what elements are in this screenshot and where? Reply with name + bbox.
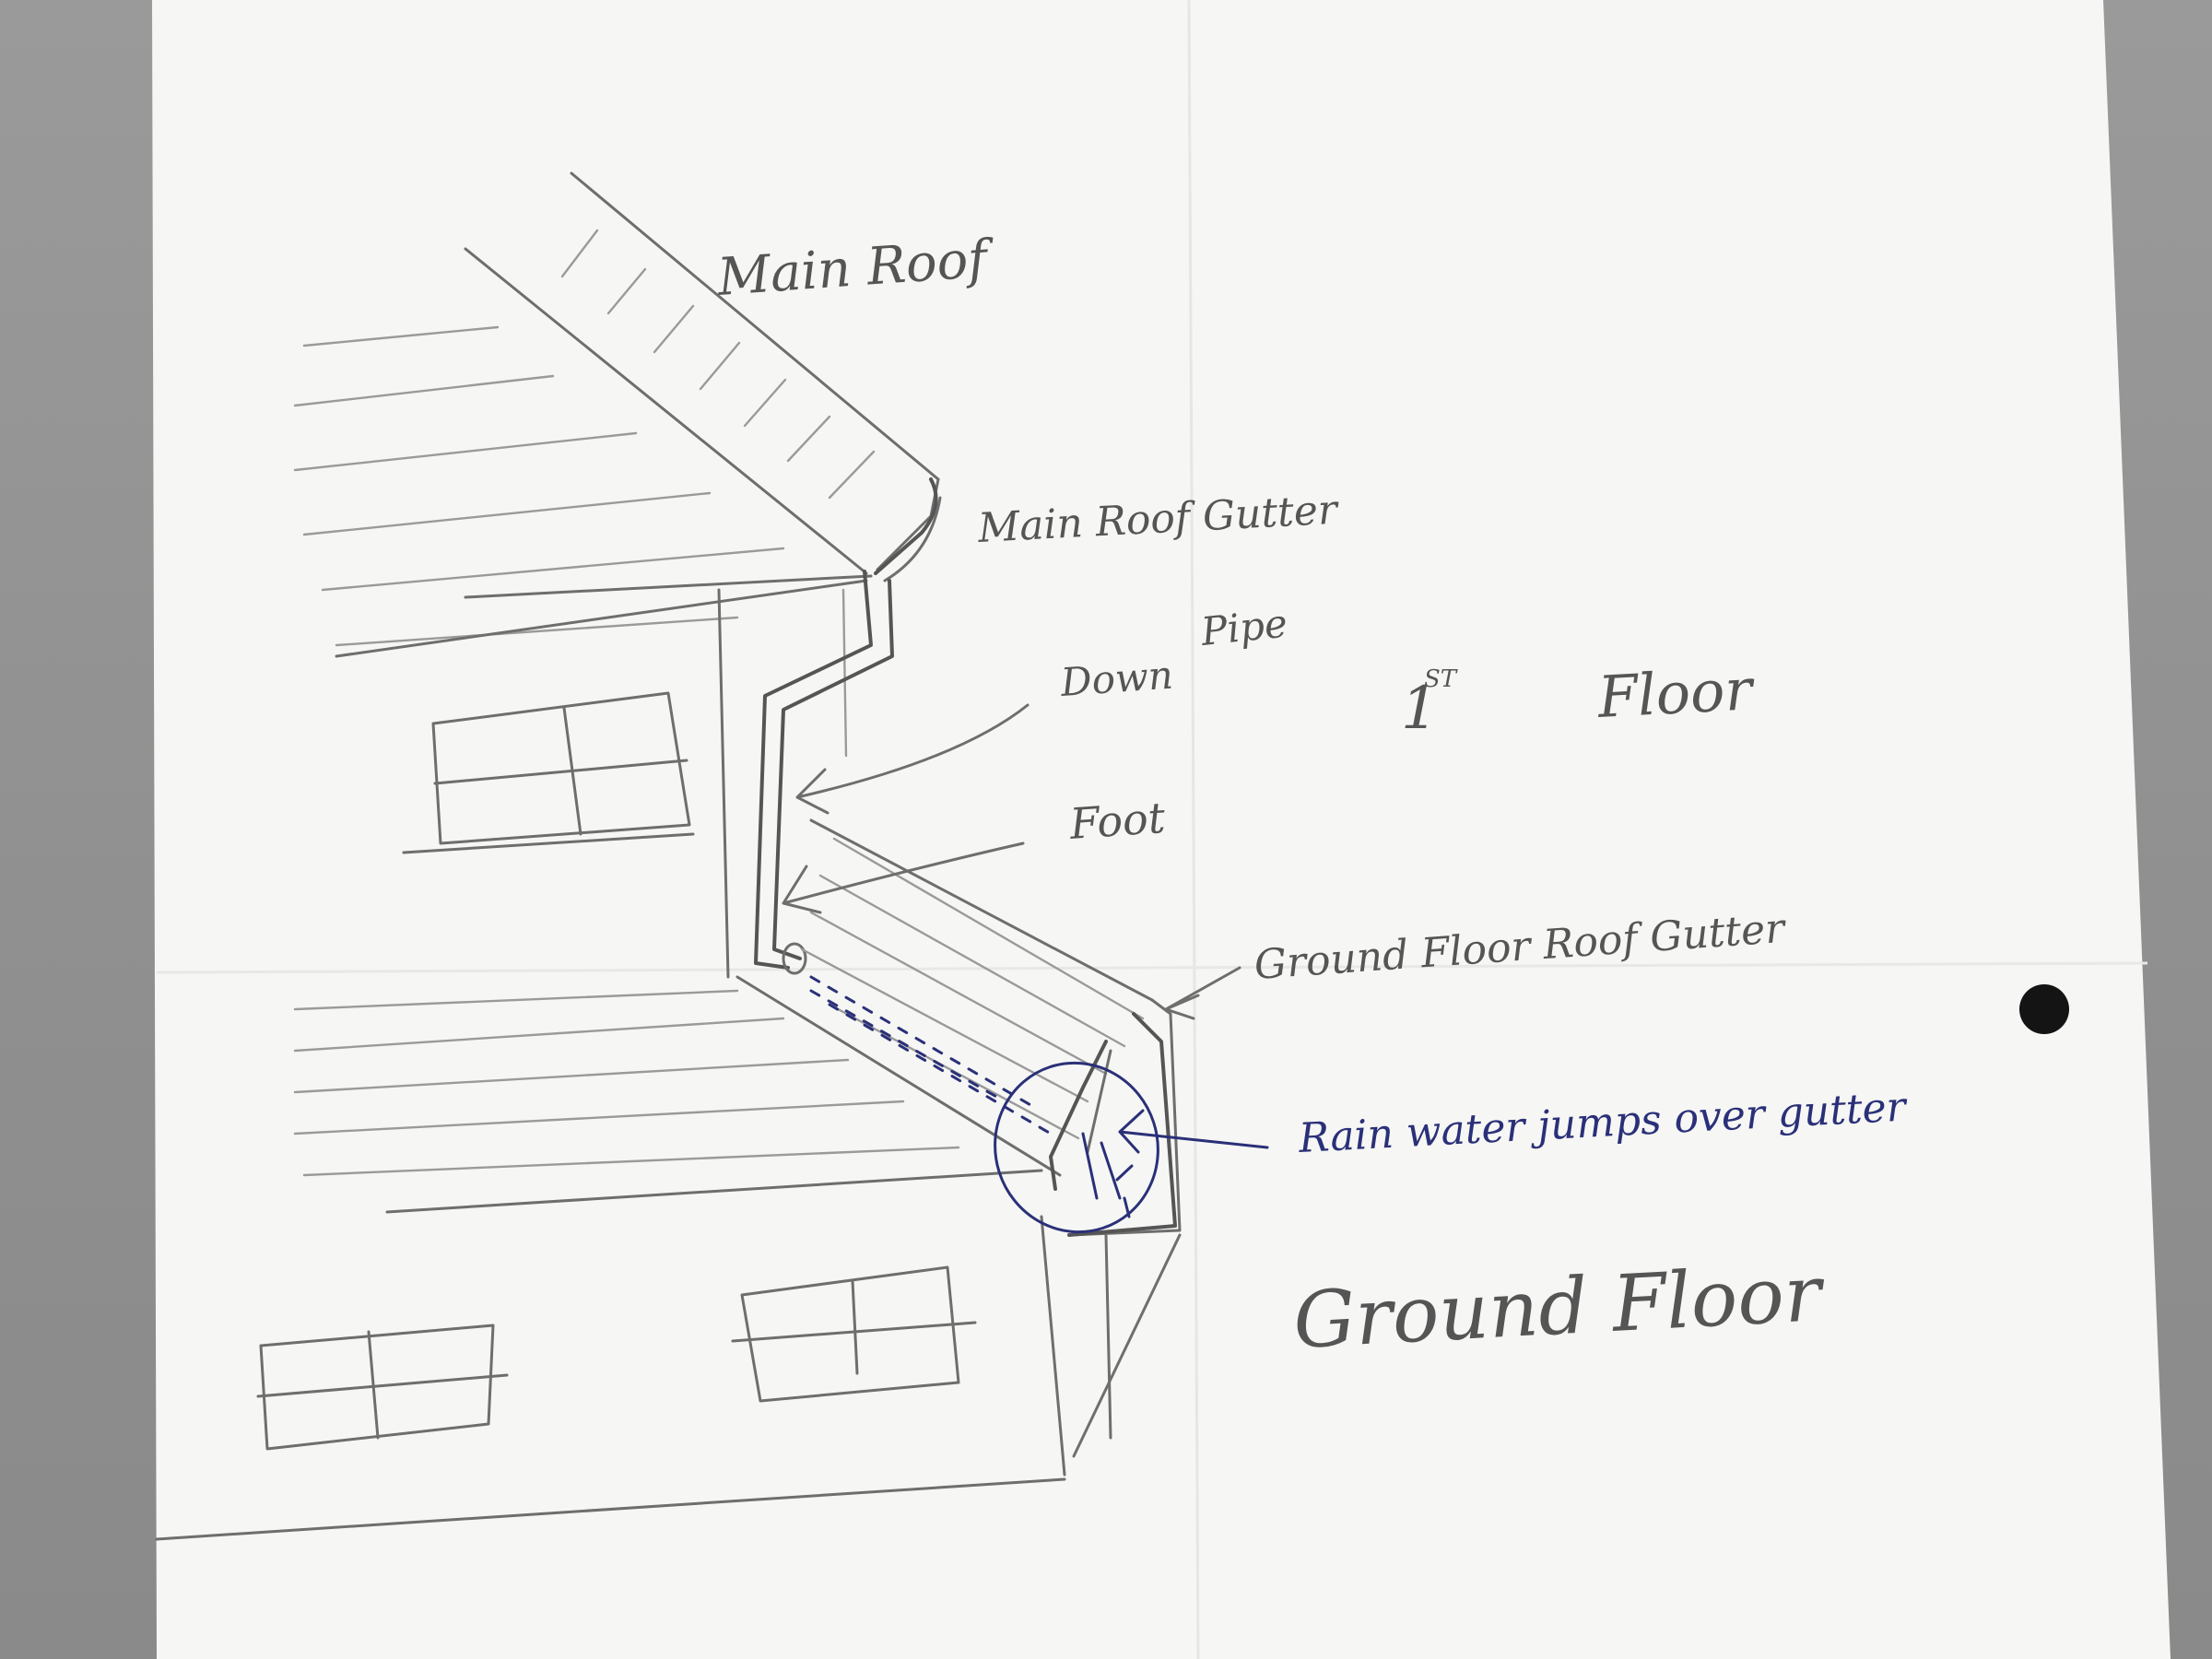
paper-fold-vertical: [1187, 0, 1200, 1659]
ground-floor-roof-drawing: [735, 818, 1182, 1237]
first-floor-siding: [293, 325, 873, 979]
label-down-pipe-word-1: Down: [1058, 653, 1174, 705]
rain-water-marks: [809, 975, 1159, 1234]
paper-fold-horizontal: [156, 961, 2148, 974]
down-pipe-drawing: [754, 570, 894, 975]
arrow-rain-water-icon: [1118, 1109, 1269, 1154]
arrow-foot-icon: [782, 841, 1025, 914]
label-first-floor-word: Floor: [1595, 655, 1757, 731]
label-first-floor-ordinal: 1: [1401, 675, 1439, 743]
ground-floor-window-middle: [731, 1265, 977, 1403]
label-foot: Foot: [1067, 793, 1167, 849]
first-floor-window: [402, 691, 695, 854]
label-down-pipe-word-2: Pipe: [1198, 600, 1289, 654]
main-roof-gutter-drawing: [874, 477, 942, 582]
ground-floor-siding: [155, 989, 1182, 1541]
rain-water-circle: [994, 1061, 1159, 1234]
punched-hole: [2019, 984, 2069, 1034]
paper-sheet: [152, 0, 2171, 1659]
arrow-ground-gutter-icon: [1164, 966, 1241, 1020]
arrow-down-pipe-icon: [795, 703, 1030, 815]
main-roof-drawing: [464, 171, 940, 575]
label-first-floor-superscript: ST: [1424, 665, 1458, 693]
ground-floor-window-left: [256, 1324, 509, 1451]
